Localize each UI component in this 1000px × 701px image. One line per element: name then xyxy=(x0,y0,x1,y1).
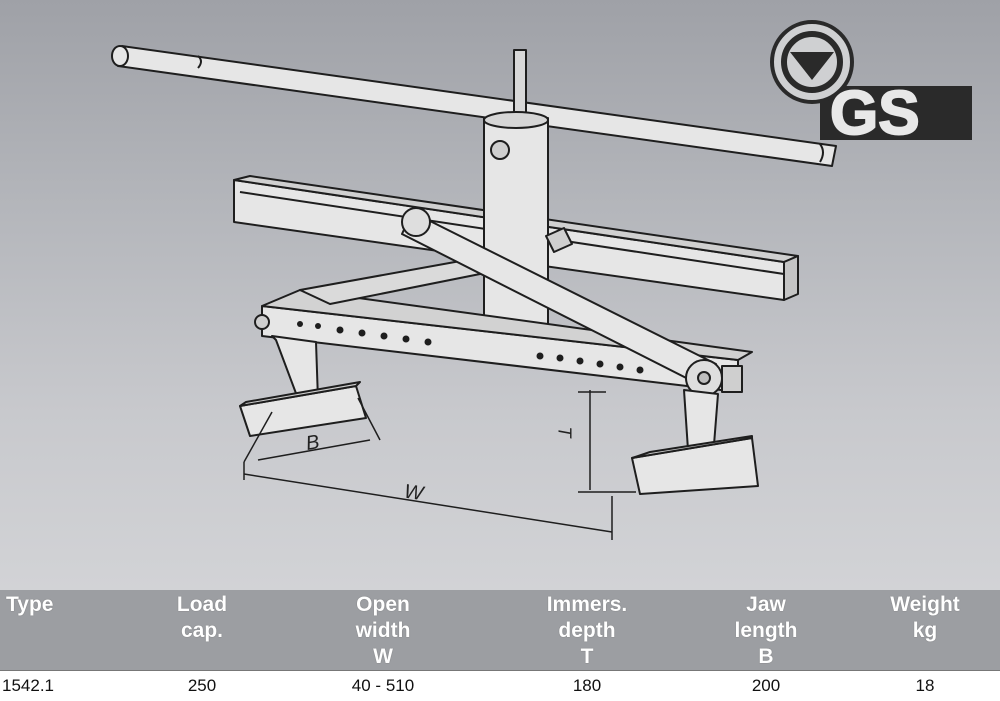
header-open-width: Open width W xyxy=(274,590,492,671)
table-header: Type Load cap. Open width W Immers. dept… xyxy=(0,590,1000,671)
cell-immersion-depth: 180 xyxy=(492,671,682,701)
specification-table: Type Load cap. Open width W Immers. dept… xyxy=(0,590,1000,701)
cell-weight: 18 xyxy=(850,671,1000,701)
open-width-label: W xyxy=(402,481,425,507)
header-immersion-depth: Immers. depth T xyxy=(492,590,682,671)
svg-text:GS: GS xyxy=(830,79,920,148)
cell-jaw-length: 200 xyxy=(682,671,850,701)
handle-bar xyxy=(112,46,836,166)
plate-clamp-drawing: GS xyxy=(0,0,1000,590)
header-jaw-length: Jaw length B xyxy=(682,590,850,671)
product-illustration: GS B W T xyxy=(0,0,1000,590)
immersion-depth-label: T xyxy=(554,427,575,439)
gs-seal-icon: GS xyxy=(772,22,972,148)
header-row: Type Load cap. Open width W Immers. dept… xyxy=(0,590,1000,671)
left-jaw xyxy=(240,336,366,436)
right-jaw xyxy=(632,390,758,494)
table-row: 1542.1 250 40 - 510 180 200 18 xyxy=(0,671,1000,701)
header-type: Type xyxy=(0,590,130,671)
header-load-capacity: Load cap. xyxy=(130,590,274,671)
cell-type: 1542.1 xyxy=(0,671,130,701)
header-weight: Weight kg xyxy=(850,590,1000,671)
cell-load-capacity: 250 xyxy=(130,671,274,701)
cell-open-width: 40 - 510 xyxy=(274,671,492,701)
